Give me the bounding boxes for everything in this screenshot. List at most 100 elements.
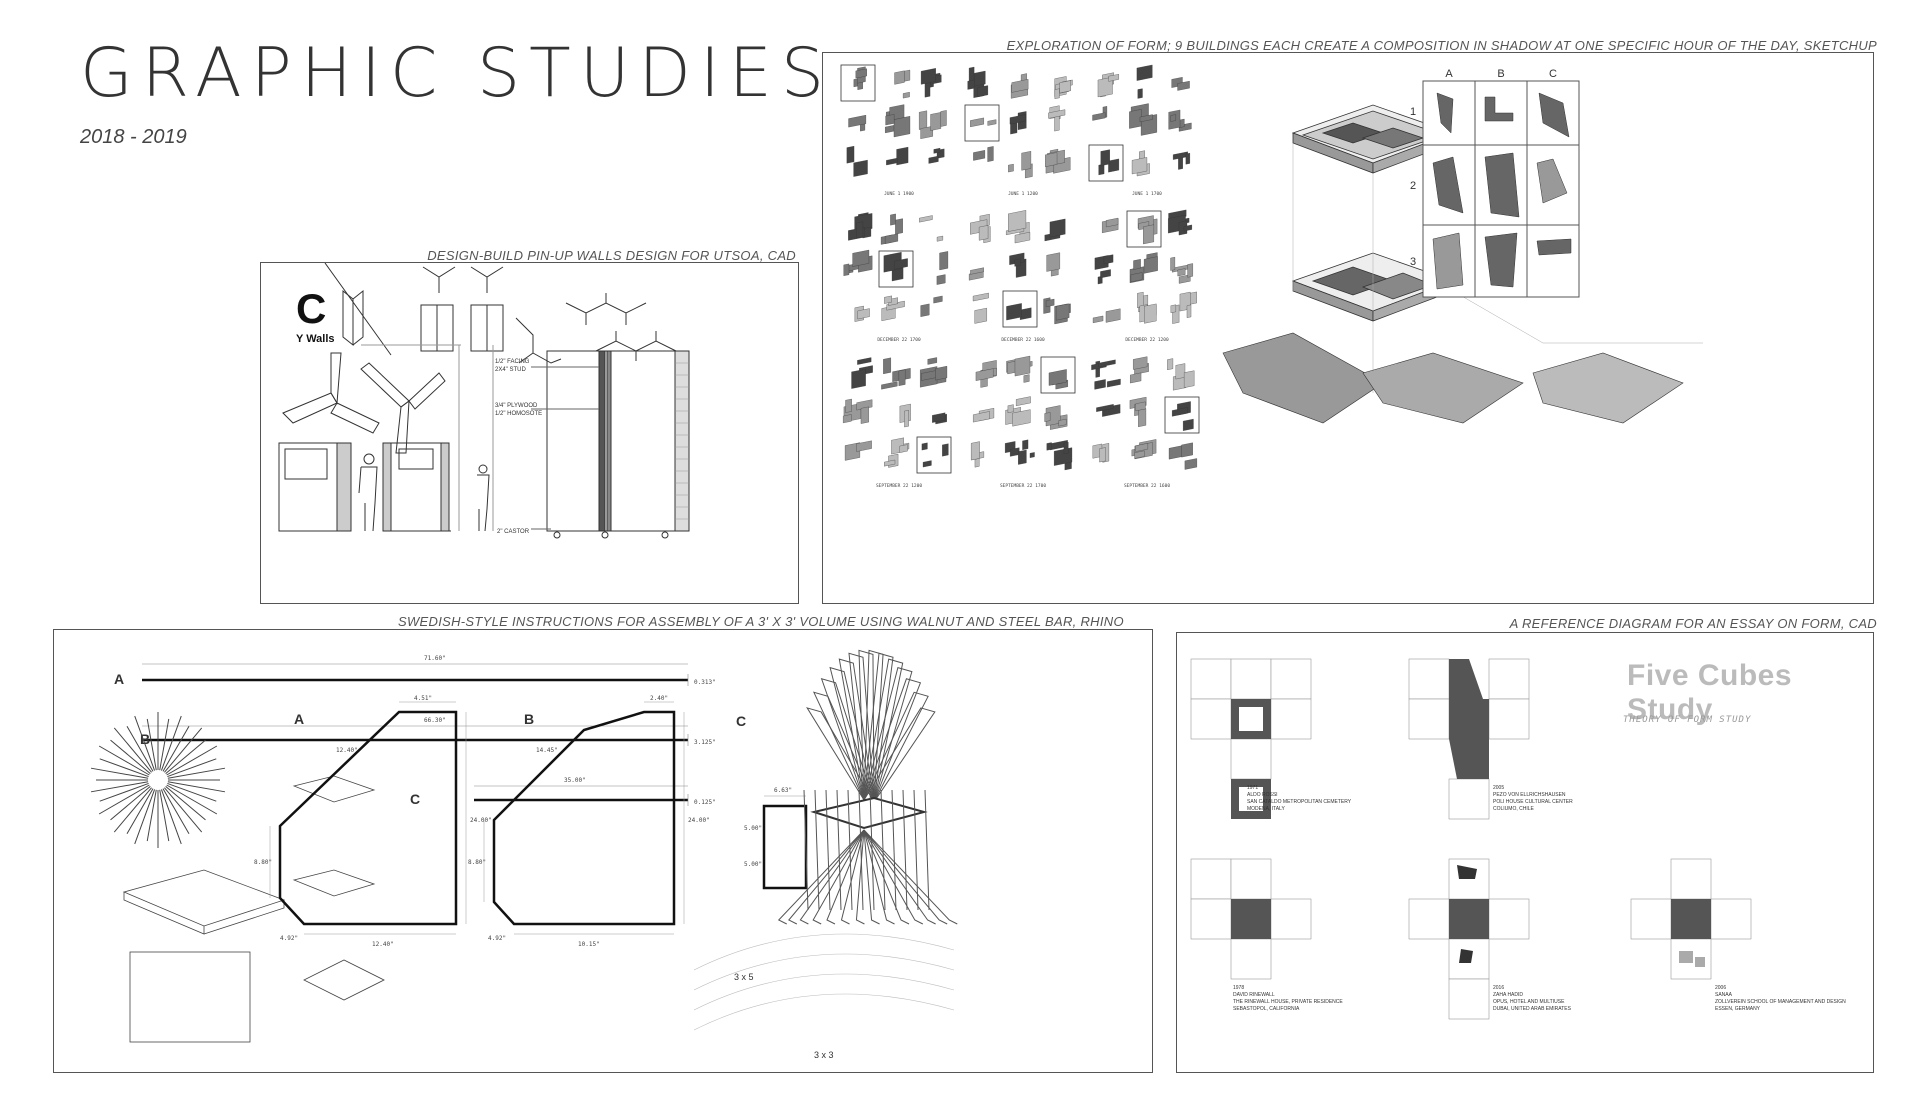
dim-b-bottom: 10.15" bbox=[578, 941, 600, 948]
shadow-block bbox=[904, 69, 911, 82]
starburst-bar bbox=[99, 782, 149, 802]
shadow-block bbox=[921, 442, 928, 451]
shadow-block bbox=[1008, 163, 1014, 173]
study-3-year: 1978 bbox=[1233, 985, 1244, 991]
shadow-block bbox=[1108, 158, 1120, 173]
bar-a-end: 0.313" bbox=[694, 679, 716, 686]
starburst-bar bbox=[164, 787, 203, 833]
sculpture-rod bbox=[847, 789, 853, 911]
shadow-block bbox=[1133, 356, 1148, 370]
study-4-line-3: DUBAI, UNITED ARAB EMIRATES bbox=[1493, 1006, 1572, 1012]
shadow-block bbox=[856, 221, 864, 239]
shadow-block bbox=[1168, 445, 1182, 460]
shadow-block bbox=[1046, 442, 1052, 451]
shadow-block bbox=[902, 92, 910, 99]
shadow-block bbox=[1048, 109, 1066, 119]
shadow-block bbox=[1187, 263, 1193, 278]
study-3-line-2: THE RINEWALL HOUSE, PRIVATE RESIDENCE bbox=[1233, 999, 1343, 1005]
sculpture-frame bbox=[863, 678, 922, 803]
dim-a-right: 24.00" bbox=[470, 817, 492, 824]
shadow-block bbox=[896, 146, 909, 166]
shadow-date-label: SEPTEMBER 22 1600 bbox=[1124, 483, 1170, 489]
shadow-block bbox=[1138, 408, 1147, 428]
shadow-block bbox=[1185, 152, 1190, 165]
shadow-block bbox=[848, 114, 867, 128]
shadow-block bbox=[975, 368, 994, 381]
sculpture-leg bbox=[863, 829, 880, 925]
shadow-block bbox=[894, 70, 905, 85]
bar-a-length: 71.60" bbox=[424, 655, 446, 662]
grid-col-c: C bbox=[1549, 68, 1557, 80]
starburst-bar bbox=[98, 784, 150, 815]
shadow-block bbox=[1054, 115, 1060, 132]
shadow-block bbox=[1045, 298, 1055, 308]
shadow-block bbox=[1014, 231, 1031, 244]
shadow-block bbox=[886, 157, 898, 166]
sculpture-leg bbox=[826, 829, 865, 925]
sculpture-rod bbox=[836, 789, 842, 911]
shadow-block bbox=[1178, 157, 1183, 170]
shadow-block bbox=[1108, 74, 1119, 82]
shadow-block bbox=[939, 251, 949, 271]
shadow-block bbox=[1019, 307, 1032, 320]
study-3-line-3: SEBASTOPOL, CALIFORNIA bbox=[1233, 1006, 1300, 1012]
dim-a-corner: 4.92" bbox=[280, 935, 298, 942]
highlight-frame bbox=[878, 250, 914, 288]
sculpture-leg bbox=[863, 829, 924, 925]
study-5-line-3: ESSEN, GERMANY bbox=[1715, 1006, 1761, 1012]
shadow-block bbox=[884, 459, 896, 467]
sculpture-rod bbox=[814, 789, 820, 911]
study-1-year: 1971 bbox=[1247, 785, 1258, 791]
dim-c-a: 5.00" bbox=[744, 825, 762, 832]
grid-col-a: A bbox=[1445, 68, 1453, 80]
shadow-date-label: DECEMBER 22 1600 bbox=[1001, 337, 1045, 343]
starburst-bar bbox=[160, 715, 182, 771]
sculpture-frame bbox=[838, 658, 875, 803]
dim-c-b: 5.00" bbox=[744, 861, 762, 868]
highlight-frame bbox=[1088, 144, 1124, 182]
pinup-note-facing: 1/2" FACING bbox=[495, 359, 530, 365]
pinup-letter: C bbox=[296, 285, 327, 332]
sculpture-leg bbox=[863, 829, 936, 925]
shadow-block bbox=[973, 411, 990, 423]
sculpture-frame bbox=[863, 707, 936, 803]
dim-c-top: 6.63" bbox=[774, 787, 792, 794]
sculpture-frame bbox=[863, 658, 904, 803]
shadow-block bbox=[1029, 452, 1035, 458]
shadow-block bbox=[1105, 308, 1121, 323]
pinup-subtitle: Y Walls bbox=[296, 333, 335, 345]
grid-row-3: 3 bbox=[1410, 256, 1416, 268]
sculpture-top-plate bbox=[810, 796, 928, 830]
shadow-block bbox=[856, 440, 872, 452]
starburst-bar bbox=[99, 758, 149, 778]
sculpture-rod bbox=[803, 789, 809, 911]
starburst-bar bbox=[146, 718, 157, 771]
shadow-block bbox=[919, 110, 928, 130]
highlight-frame bbox=[916, 436, 952, 474]
shadow-date-label: JUNE 1 1200 bbox=[1008, 191, 1038, 197]
dim-a-top: 4.51" bbox=[414, 695, 432, 702]
bar-c-label: C bbox=[410, 791, 420, 807]
sculpture-rod bbox=[891, 789, 897, 911]
sculpture-rod bbox=[880, 789, 886, 911]
shadow-block bbox=[890, 213, 896, 226]
sculpture-leg bbox=[777, 829, 865, 925]
swedish-caption: SWEDISH-STYLE INSTRUCTIONS FOR ASSEMBLY … bbox=[398, 614, 1124, 629]
starburst-bar bbox=[113, 787, 152, 833]
shadow-block bbox=[886, 300, 905, 311]
shadow-block bbox=[1181, 442, 1193, 458]
shadow-block bbox=[1168, 209, 1187, 221]
shadow-block bbox=[1054, 88, 1060, 99]
shadow-block bbox=[1134, 450, 1145, 459]
shadow-block bbox=[940, 110, 947, 127]
shadow-block bbox=[933, 295, 943, 304]
sculpture-frame bbox=[858, 649, 875, 803]
shadow-block bbox=[1100, 269, 1111, 279]
bar-b-end: 3.125" bbox=[694, 739, 716, 746]
shadow-block bbox=[1182, 418, 1194, 431]
shadow-block bbox=[972, 292, 989, 302]
shadow-block bbox=[1015, 396, 1031, 407]
shadow-block bbox=[930, 112, 942, 131]
sculpture-leg bbox=[863, 829, 958, 925]
label-3x3: 3 x 3 bbox=[814, 1050, 834, 1060]
